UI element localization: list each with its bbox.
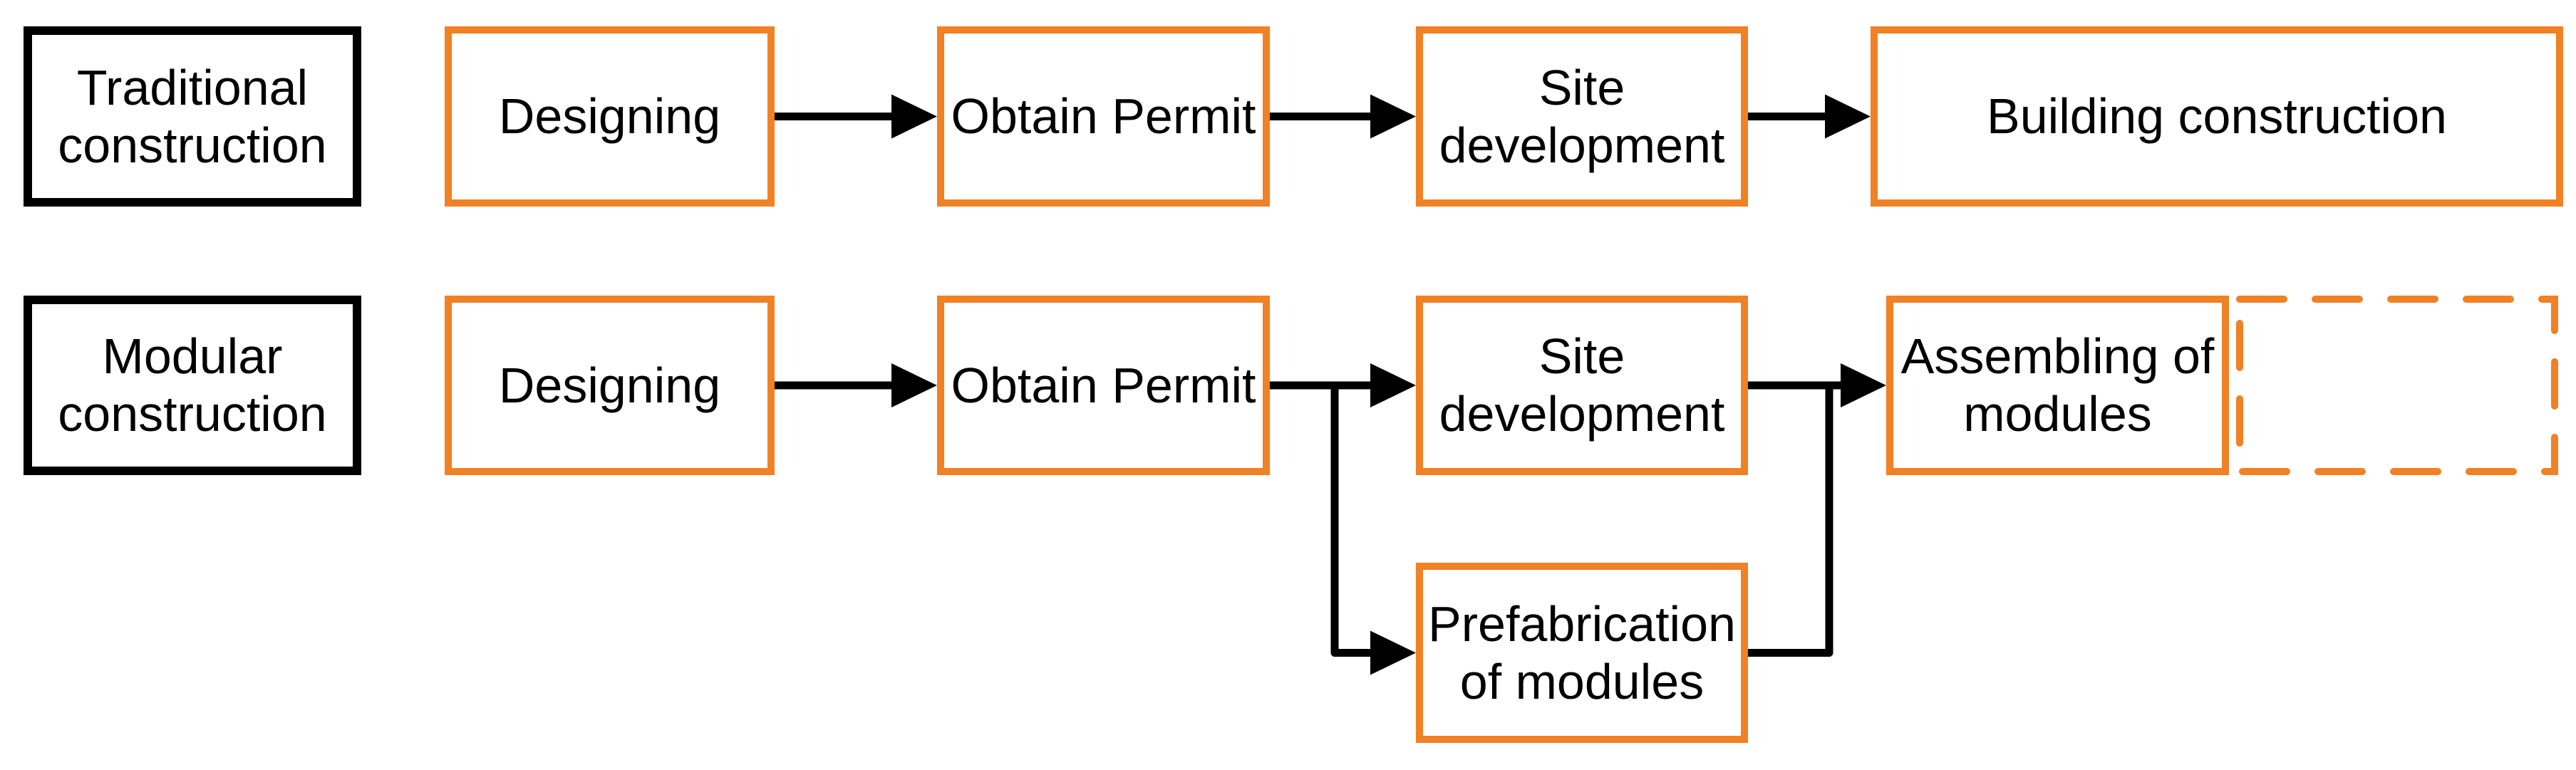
step-designing-modular: Designing bbox=[445, 296, 775, 475]
step-site-development-modular: Site development bbox=[1416, 296, 1748, 475]
arrowhead-into-assembling bbox=[1841, 363, 1886, 407]
step-designing-modular-text: Designing bbox=[498, 357, 721, 413]
row-label-modular-text: Modular construction bbox=[58, 328, 327, 442]
arrowhead-into-prefabrication bbox=[1370, 630, 1416, 675]
arrowhead-permit-to-sitedev-top bbox=[1370, 94, 1416, 139]
step-site-development-traditional: Site development bbox=[1416, 26, 1748, 207]
step-obtain-permit-modular: Obtain Permit bbox=[937, 296, 1270, 475]
step-obtain-permit-traditional-text: Obtain Permit bbox=[951, 88, 1256, 144]
arrowhead-designing-to-permit-top bbox=[891, 94, 937, 139]
arrowhead-designing-to-permit-bottom bbox=[891, 363, 937, 407]
step-designing-traditional: Designing bbox=[445, 26, 775, 207]
split-line-permit-to-prefabrication bbox=[1330, 381, 1378, 657]
step-obtain-permit-traditional: Obtain Permit bbox=[937, 26, 1270, 207]
step-site-development-modular-text: Site development bbox=[1439, 328, 1725, 442]
row-label-traditional-construction: Traditional construction bbox=[24, 26, 361, 207]
step-designing-traditional-text: Designing bbox=[498, 88, 721, 144]
row-label-modular-construction: Modular construction bbox=[24, 296, 361, 475]
step-prefabrication-of-modules-text: Prefabrication of modules bbox=[1428, 595, 1736, 709]
step-site-development-traditional-text: Site development bbox=[1439, 59, 1725, 173]
future-phase-dashed-box bbox=[2236, 296, 2558, 475]
arrowhead-permit-to-sitedev-bottom bbox=[1370, 363, 1416, 407]
step-building-construction: Building construction bbox=[1871, 26, 2563, 207]
step-building-construction-text: Building construction bbox=[1987, 88, 2447, 144]
step-prefabrication-of-modules: Prefabrication of modules bbox=[1416, 563, 1748, 743]
step-obtain-permit-modular-text: Obtain Permit bbox=[951, 357, 1256, 413]
row-label-traditional-text: Traditional construction bbox=[58, 59, 327, 173]
arrowhead-sitedev-to-building-top bbox=[1825, 94, 1871, 139]
merge-line-prefabrication-to-assembling bbox=[1744, 381, 1833, 657]
step-assembling-of-modules: Assembling of modules bbox=[1886, 296, 2229, 475]
step-assembling-of-modules-text: Assembling of modules bbox=[1900, 328, 2215, 442]
